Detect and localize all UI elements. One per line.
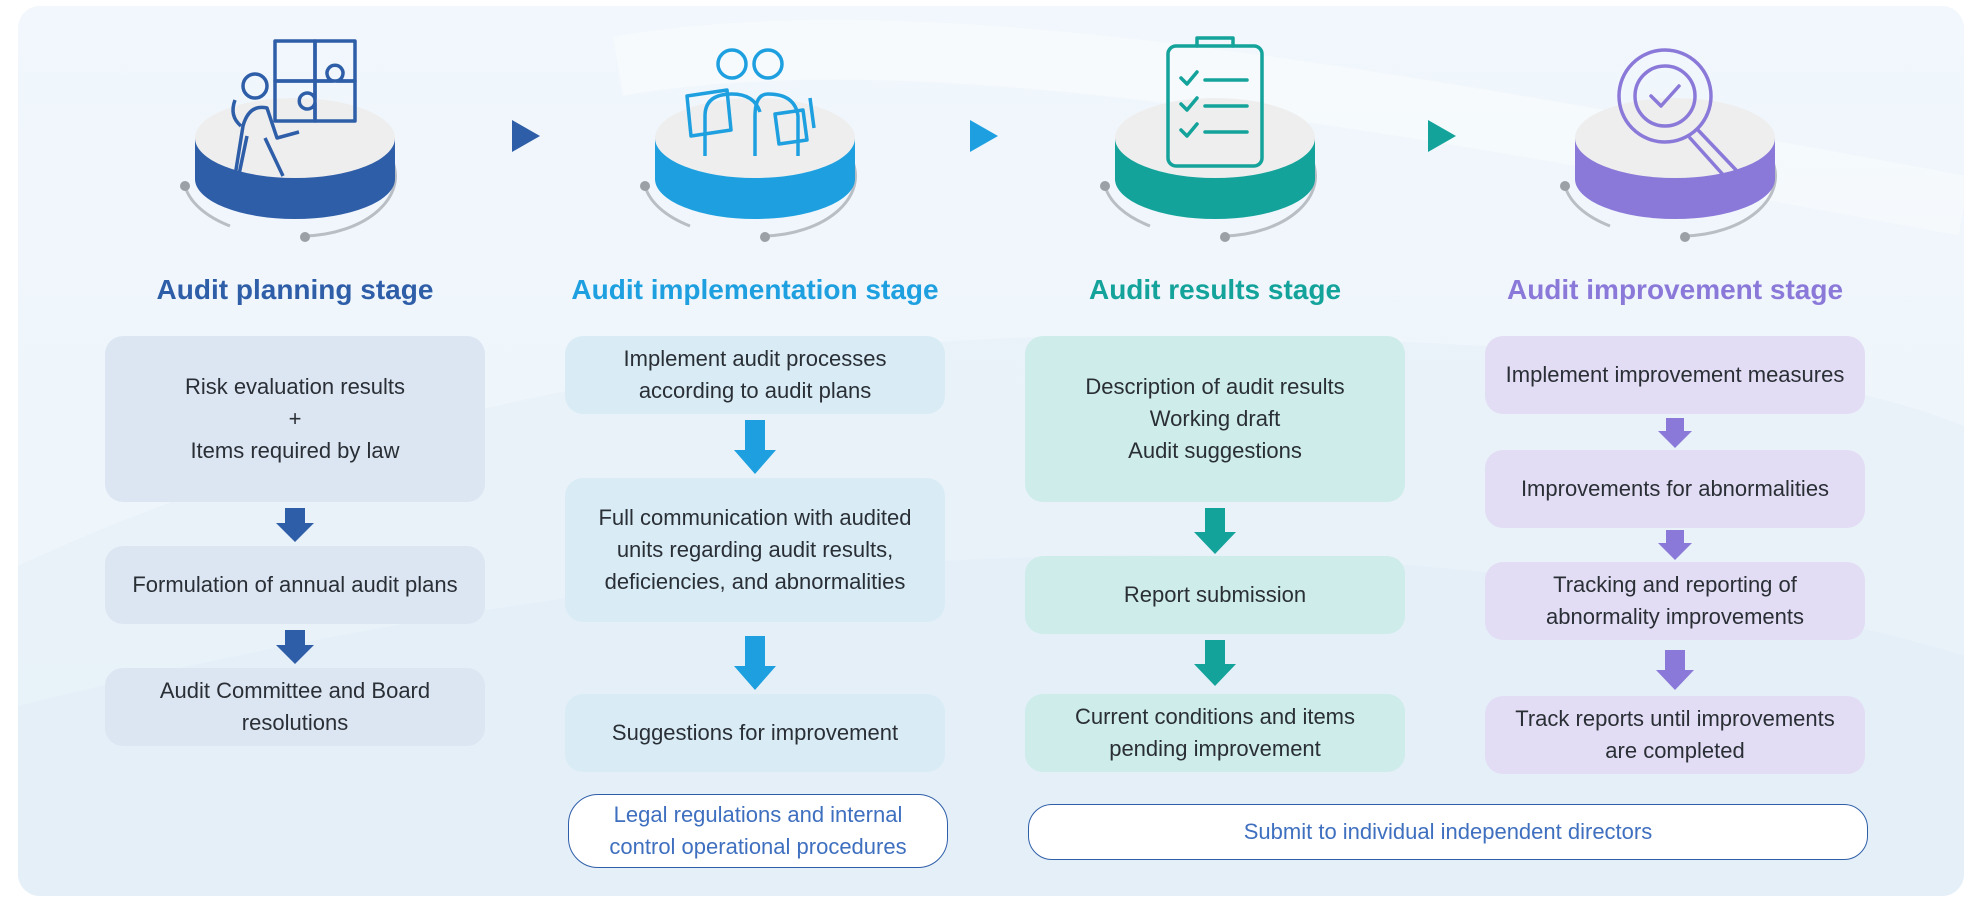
implementation-box-2: Full communication with audited units re… [565,478,945,622]
magnifier-check-icon [1545,26,1805,256]
puzzle-person-icon [165,26,425,256]
regulations-box: Legal regulations and internal control o… [568,794,948,868]
stage-arrow-2 [970,120,998,152]
stage-title-results: Audit results stage [1088,274,1342,305]
down-arrow-icon [734,636,776,690]
results-box-1: Description of audit results Working dra… [1025,336,1405,502]
down-arrow-icon [734,420,776,474]
stage-arrow-3 [1428,120,1456,152]
down-arrow-icon [1658,530,1692,560]
stage-title-improvement: Audit improvement stage [1506,274,1844,305]
planning-box-2: Formulation of annual audit plans [105,546,485,624]
planning-box-1: Risk evaluation results + Items required… [105,336,485,502]
implementation-box-1: Implement audit processes according to a… [565,336,945,414]
directors-box: Submit to individual independent directo… [1028,804,1868,860]
results-box-2: Report submission [1025,556,1405,634]
down-arrow-icon [276,508,314,542]
down-arrow-icon [1194,508,1236,554]
checklist-clipboard-icon [1085,26,1345,256]
diagram-panel: Audit planning stage Risk evaluation res… [18,6,1964,896]
stage-title-planning: Audit planning stage [156,274,434,305]
down-arrow-icon [1656,650,1694,690]
results-box-3: Current conditions and items pending imp… [1025,694,1405,772]
improvement-box-2: Improvements for abnormalities [1485,450,1865,528]
down-arrow-icon [1658,418,1692,448]
stage-title-implementation: Audit implementation stage [571,274,939,305]
improvement-box-4: Track reports until improvements are com… [1485,696,1865,774]
improvement-box-1: Implement improvement measures [1485,336,1865,414]
planning-box-3: Audit Committee and Board resolutions [105,668,485,746]
down-arrow-icon [276,630,314,664]
stage-arrow-1 [512,120,540,152]
improvement-box-3: Tracking and reporting of abnormality im… [1485,562,1865,640]
team-discussion-icon [625,26,885,256]
down-arrow-icon [1194,640,1236,686]
implementation-box-3: Suggestions for improvement [565,694,945,772]
